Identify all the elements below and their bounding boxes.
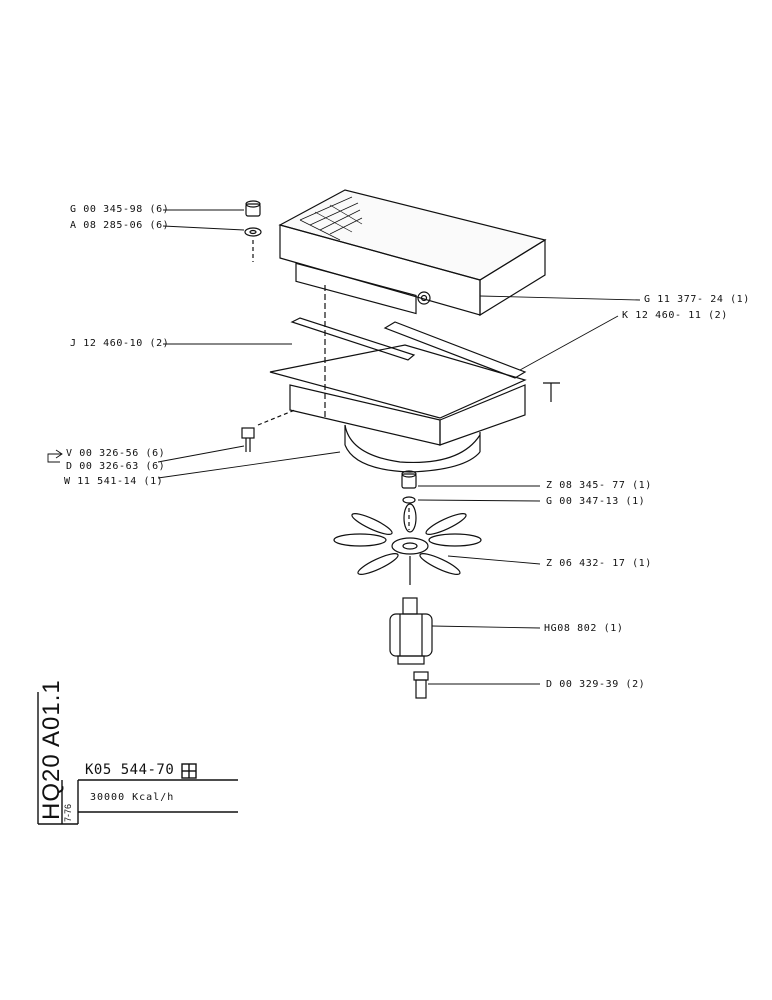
motor-drawing: [389, 597, 433, 665]
fan-nut-drawing: [401, 470, 417, 489]
heat-exchanger-drawing: [278, 189, 547, 317]
nut-drawing: [245, 200, 261, 217]
motor-screw-drawing: [413, 671, 429, 699]
strip-right-drawing: [383, 321, 527, 379]
title-block-frame: [37, 692, 238, 825]
label-fan-nut: Z 08 345- 77 (1): [546, 480, 652, 491]
label-motor: HG08 802 (1): [544, 623, 624, 634]
label-screw-d: D 00 326-63 (6): [66, 461, 166, 472]
washer-drawing: [244, 227, 262, 237]
part-number: K05 544-70: [85, 762, 175, 778]
label-fan-housing: W 11 541-14 (1): [64, 476, 164, 487]
label-washer: A 08 285-06 (6): [70, 220, 170, 231]
label-fan: Z 06 432- 17 (1): [546, 558, 652, 569]
label-strip-left: J 12 460-10 (2): [70, 338, 170, 349]
label-strip-right: K 12 460- 11 (2): [622, 310, 728, 321]
small-bolt-drawing: [543, 382, 560, 402]
label-nut: G 00 345-98 (6): [70, 204, 170, 215]
drawing-date: 7-76: [63, 803, 73, 822]
housing-screw-drawing: [241, 427, 255, 452]
label-screw-v: V 00 326-56 (6): [66, 448, 166, 459]
label-heat-exchanger: G 11 377- 24 (1): [644, 294, 750, 305]
fan-drawing: [333, 503, 482, 585]
drawing-code: HQ20 A01.1: [38, 679, 65, 820]
strip-left-drawing: [290, 317, 416, 361]
part-description: 30000 Kcal/h: [90, 792, 175, 803]
label-motor-screw: D 00 329-39 (2): [546, 679, 646, 690]
leader-lines: [47, 209, 641, 685]
fan-washer-drawing: [402, 496, 416, 504]
fan-housing-drawing: [269, 344, 527, 473]
label-fan-washer: G 00 347-13 (1): [546, 496, 646, 507]
